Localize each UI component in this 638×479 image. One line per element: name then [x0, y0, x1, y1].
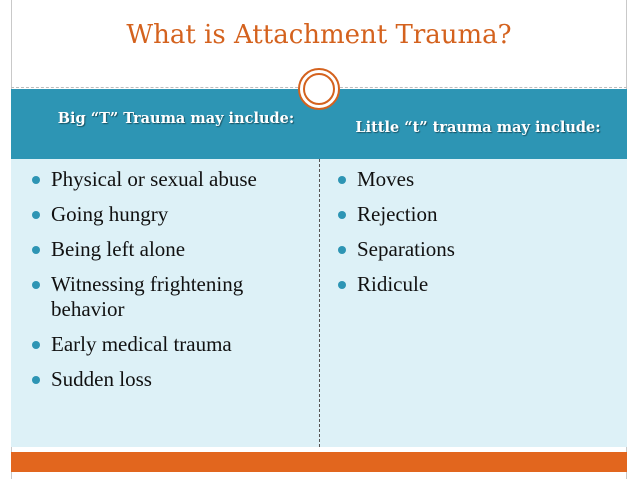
- list-item: Witnessing frightening behavior: [31, 272, 316, 322]
- list-item-text: Witnessing frightening behavior: [51, 272, 244, 321]
- list-item: Early medical trauma: [31, 332, 316, 357]
- list-item: Rejection: [337, 202, 607, 227]
- bullet-icon: [338, 211, 346, 219]
- header-big-t: Big “T” Trauma may include:: [57, 109, 295, 127]
- list-item: Moves: [337, 167, 607, 192]
- bullet-icon: [32, 281, 40, 289]
- column-divider: [319, 159, 320, 447]
- footer-accent-bar: [11, 452, 627, 472]
- bullet-icon: [32, 246, 40, 254]
- list-item-text: Going hungry: [51, 202, 169, 226]
- list-item-text: Ridicule: [357, 272, 429, 296]
- list-item: Going hungry: [31, 202, 316, 227]
- list-item: Sudden loss: [31, 367, 316, 392]
- list-item-text: Moves: [357, 167, 415, 191]
- list-item-text: Early medical trauma: [51, 332, 232, 356]
- bullet-icon: [338, 281, 346, 289]
- table-header-row: Big “T” Trauma may include: Little “t” t…: [11, 89, 627, 159]
- list-item-text: Separations: [357, 237, 455, 261]
- bullet-icon: [32, 176, 40, 184]
- little-t-list: Moves Rejection Separations Ridicule: [337, 167, 607, 307]
- bullet-icon: [32, 341, 40, 349]
- circle-ornament-icon: [298, 68, 340, 110]
- list-item: Being left alone: [31, 237, 316, 262]
- bullet-icon: [32, 376, 40, 384]
- bullet-icon: [32, 211, 40, 219]
- slide-title: What is Attachment Trauma?: [126, 20, 512, 50]
- list-item: Separations: [337, 237, 607, 262]
- list-item: Ridicule: [337, 272, 607, 297]
- list-item-text: Rejection: [357, 202, 438, 226]
- list-item: Physical or sexual abuse: [31, 167, 316, 192]
- list-item-text: Being left alone: [51, 237, 186, 261]
- bullet-icon: [338, 246, 346, 254]
- list-item-text: Physical or sexual abuse: [51, 167, 257, 191]
- header-little-t: Little “t” trauma may include:: [355, 118, 601, 136]
- list-item-text: Sudden loss: [51, 367, 152, 391]
- bullet-icon: [338, 176, 346, 184]
- table-body-row: Physical or sexual abuse Going hungry Be…: [11, 159, 627, 447]
- big-t-list: Physical or sexual abuse Going hungry Be…: [31, 167, 316, 402]
